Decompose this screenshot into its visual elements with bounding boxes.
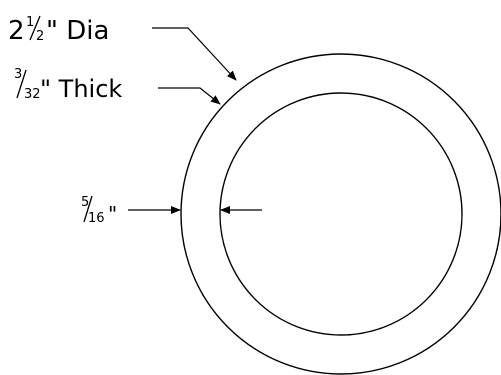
thickness-text: " Thick	[40, 75, 122, 103]
thickness-fraction-slash	[16, 69, 27, 99]
inner-circle	[219, 92, 463, 336]
outer-circle	[180, 53, 501, 375]
width-fraction-denominator: 16	[88, 211, 105, 226]
thickness-fraction-denominator: 32	[24, 87, 41, 102]
width-text: "	[108, 202, 117, 226]
thickness-leader	[158, 87, 221, 105]
thickness-fraction-numerator: 3	[14, 67, 22, 82]
width-label: 5 16 "	[81, 195, 117, 226]
diameter-whole: 2	[8, 16, 25, 46]
diameter-text: " Dia	[46, 16, 109, 46]
diameter-fraction-denominator: 2	[36, 29, 44, 44]
width-fraction-slash	[83, 195, 93, 223]
width-fraction-numerator: 5	[81, 195, 89, 210]
diameter-fraction-slash	[29, 15, 41, 41]
diameter-leader	[152, 27, 237, 81]
thickness-label: 3 32 " Thick	[14, 67, 122, 103]
diameter-label: 2 1 2 " Dia	[8, 15, 109, 46]
diameter-fraction-numerator: 1	[26, 15, 34, 30]
